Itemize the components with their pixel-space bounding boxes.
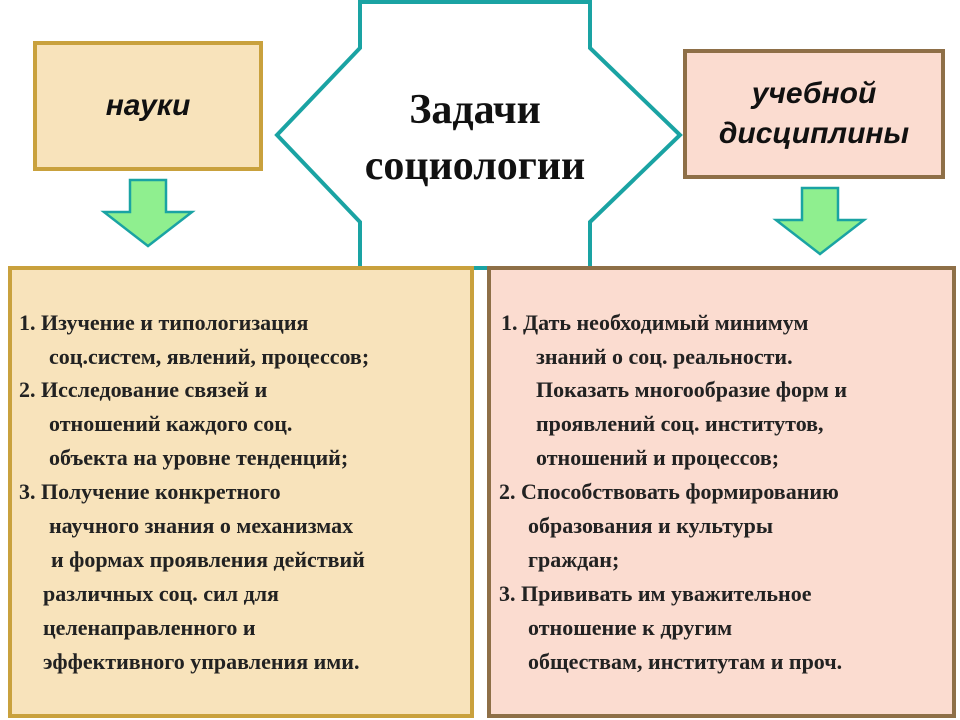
science-task-line: эффективного управления ими.	[43, 649, 360, 674]
discipline-tasks-panel: 1. Дать необходимый минимум знаний о соц…	[487, 266, 956, 718]
discipline-task-line: граждан;	[528, 547, 620, 572]
science-task-line: соц.систем, явлений, процессов;	[49, 344, 370, 369]
discipline-task-line: знаний о соц. реальности.	[536, 344, 793, 369]
science-task-line: 2. Исследование связей и	[19, 377, 268, 402]
discipline-label-line-2: дисциплины	[718, 117, 910, 150]
science-task-line: научного знания о механизмах	[49, 513, 354, 538]
discipline-task-line: образования и культуры	[528, 513, 774, 538]
down-arrow-left-icon	[100, 178, 196, 248]
down-arrow-right-icon	[772, 186, 868, 256]
science-task-line: отношений каждого соц.	[49, 411, 293, 436]
science-task-line: и формах проявления действий	[51, 547, 365, 572]
science-label-box: науки	[33, 41, 263, 171]
discipline-task-line: обществам, институтам и проч.	[528, 649, 843, 674]
discipline-task-line: Показать многообразие форм и	[536, 377, 848, 402]
discipline-task-line: 1. Дать необходимый минимум	[501, 310, 809, 335]
science-task-line: целенаправленного и	[43, 615, 256, 640]
science-label: науки	[105, 89, 191, 122]
discipline-task-line: отношение к другим	[528, 615, 733, 640]
discipline-label-box: учебной дисциплины	[683, 49, 945, 179]
discipline-task-line: проявлений соц. институтов,	[536, 411, 824, 436]
discipline-task-line: отношений и процессов;	[536, 445, 780, 470]
science-task-line: 1. Изучение и типологизация	[19, 310, 309, 335]
discipline-task-line: 2. Способствовать формированию	[499, 479, 839, 504]
discipline-task-line: 3. Прививать им уважительное	[499, 581, 812, 606]
science-task-line: различных соц. сил для	[43, 581, 279, 606]
center-title-line-2: социологии	[364, 143, 586, 189]
science-task-line: объекта на уровне тенденций;	[49, 445, 349, 470]
discipline-label-line-1: учебной	[751, 77, 877, 110]
science-task-line: 3. Получение конкретного	[19, 479, 281, 504]
science-tasks-panel: 1. Изучение и типологизация соц.систем, …	[8, 266, 474, 718]
center-title-line-1: Задачи	[409, 87, 541, 133]
center-title: Задачи социологии	[340, 82, 610, 194]
